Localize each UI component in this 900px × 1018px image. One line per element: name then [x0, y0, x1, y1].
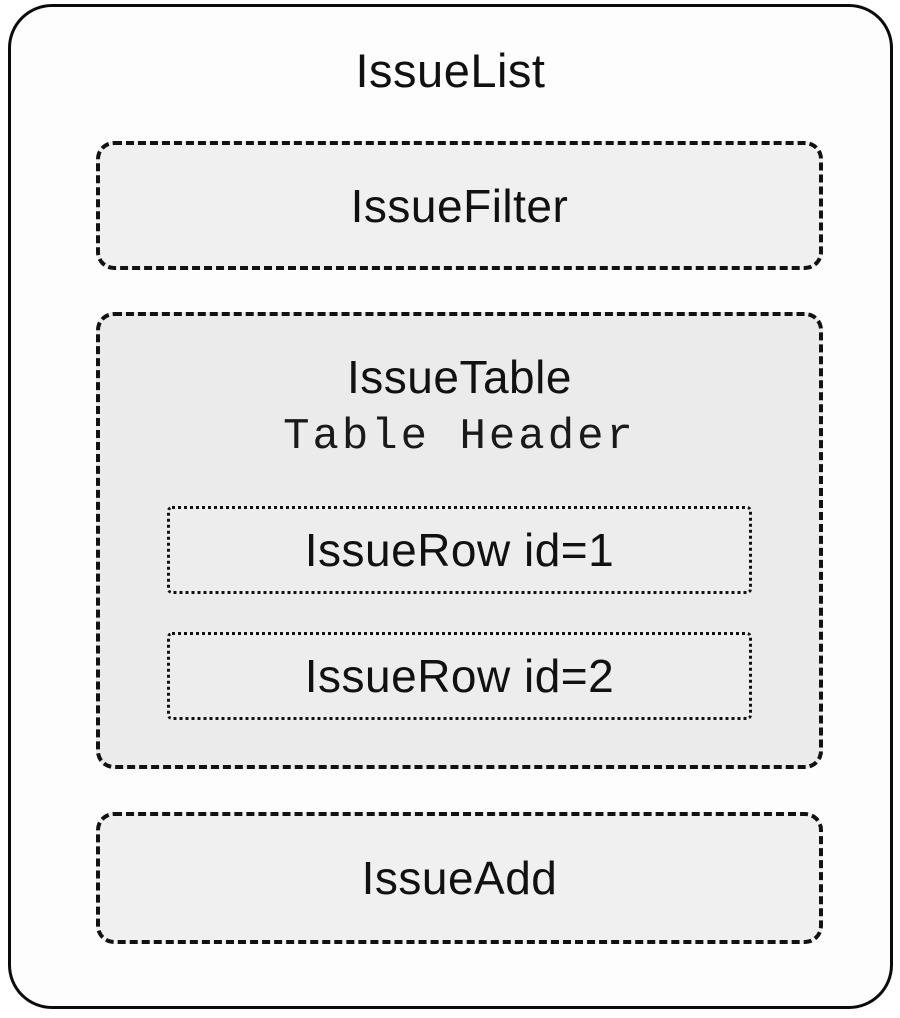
issueadd-label: IssueAdd: [361, 852, 558, 904]
issuelist-container-box: IssueList IssueFilter IssueTable Table H…: [8, 4, 893, 1009]
issueadd-box: IssueAdd: [96, 812, 823, 944]
issuelist-label: IssueList: [355, 44, 546, 97]
issuerow-2-label: IssueRow id=2: [304, 650, 615, 702]
issuerow-1-label: IssueRow id=1: [304, 524, 615, 576]
table-header-label: Table Header: [283, 412, 636, 462]
issuefilter-box: IssueFilter: [96, 141, 823, 270]
issuetable-box: IssueTable Table Header IssueRow id=1 Is…: [96, 312, 823, 769]
issuetable-label: IssueTable: [347, 351, 572, 403]
issuefilter-label: IssueFilter: [350, 179, 569, 232]
issuerow-1-box: IssueRow id=1: [167, 506, 752, 594]
issuerow-2-box: IssueRow id=2: [167, 632, 752, 720]
